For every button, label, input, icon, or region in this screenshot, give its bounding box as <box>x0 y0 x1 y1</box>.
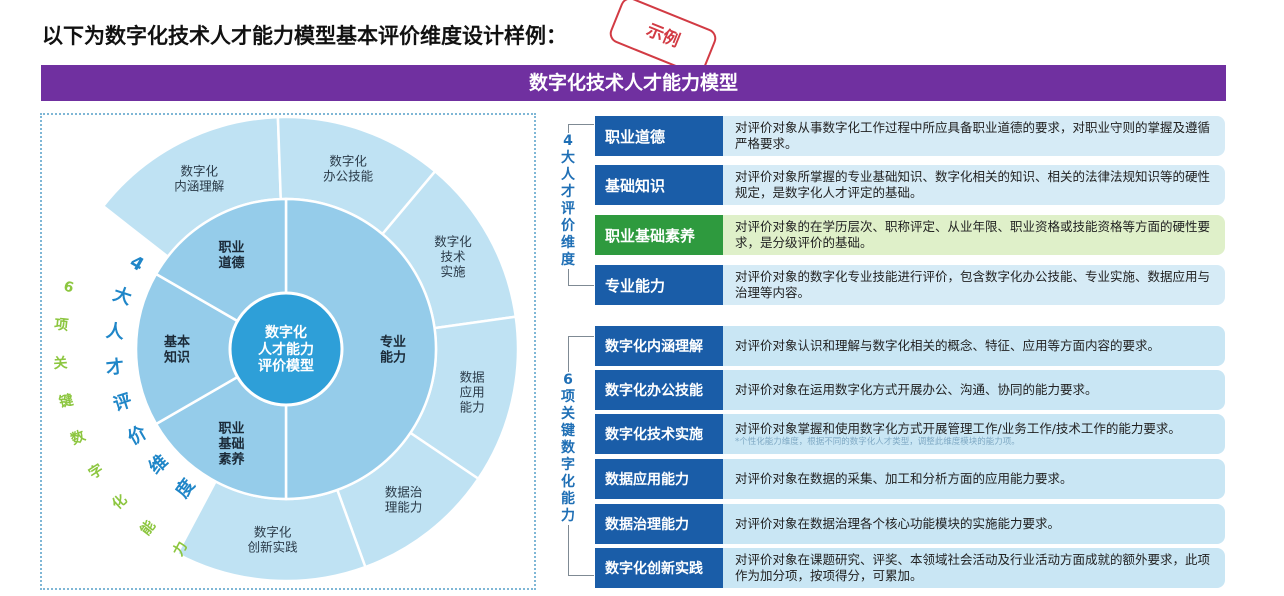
page-title: 以下为数字化技术人才能力模型基本评价维度设计样例： <box>42 24 567 48</box>
arc-label-abilities: 数 <box>68 427 88 449</box>
inner-segment-label: 职业基础素养 <box>217 420 245 467</box>
ability-row-tag: 数据应用能力 <box>595 459 723 499</box>
outer-segment-label: 数字化内涵理解 <box>174 164 224 194</box>
inner-segment-label: 职业道德 <box>218 239 244 271</box>
ability-row: 数字化内涵理解对评价对象认识和理解与数字化相关的概念、特征、应用等方面内容的要求… <box>595 326 1225 366</box>
ability-row-desc: 对评价对象认识和理解与数字化相关的概念、特征、应用等方面内容的要求。 <box>723 326 1225 366</box>
ability-row-tag: 数字化办公技能 <box>595 370 723 410</box>
dimension-row-desc: 对评价对象从事数字化工作过程中所应具备职业道德的要求，对职业守则的掌握及遵循严格… <box>723 116 1225 156</box>
dimension-row-desc: 对评价对象的在学历层次、职称评定、从业年限、职业资格或技能资格等方面的硬性要求，… <box>723 215 1225 255</box>
dimension-row-tag: 职业道德 <box>595 116 723 156</box>
arc-label-dimensions: 维 <box>144 450 172 478</box>
ability-row-desc: 对评价对象在数据治理各个核心功能模块的实施能力要求。 <box>723 504 1225 544</box>
ability-row-desc: 对评价对象在运用数字化方式开展办公、沟通、协同的能力要求。 <box>723 370 1225 410</box>
arc-label-dimensions: 评 <box>111 390 135 416</box>
ability-row: 数据应用能力对评价对象在数据的采集、加工和分析方面的应用能力要求。 <box>595 459 1225 499</box>
dimension-row: 基础知识对评价对象所掌握的专业基础知识、数字化相关的知识、相关的法律法规知识等的… <box>595 165 1225 205</box>
dimension-row-tag: 职业基础素养 <box>595 215 723 255</box>
ability-row-tag: 数字化内涵理解 <box>595 326 723 366</box>
arc-label-abilities: 项 <box>53 317 69 334</box>
outer-segment-label: 数据应用能力 <box>460 369 485 414</box>
ability-row-desc: 对评价对象掌握和使用数字化方式开展管理工作/业务工作/技术工作的能力要求。*个性… <box>723 414 1225 454</box>
ability-row-desc: 对评价对象在数据的采集、加工和分析方面的应用能力要求。 <box>723 459 1225 499</box>
outer-segment-label: 数字化办公技能 <box>323 153 374 183</box>
dimension-row-desc: 对评价对象的数字化专业技能进行评价，包含数字化办公技能、专业实施、数据应用与治理… <box>723 265 1225 305</box>
arc-label-dimensions: 大 <box>110 283 134 309</box>
dimension-row-tag: 基础知识 <box>595 165 723 205</box>
dimension-row: 专业能力对评价对象的数字化专业技能进行评价，包含数字化办公技能、专业实施、数据应… <box>595 265 1225 305</box>
inner-segment-label: 专业能力 <box>380 334 406 366</box>
dimension-row: 职业基础素养对评价对象的在学历层次、职称评定、从业年限、职业资格或技能资格等方面… <box>595 215 1225 255</box>
ability-row-tag: 数据治理能力 <box>595 504 723 544</box>
wheel-center <box>228 291 344 407</box>
ability-row: 数字化技术实施对评价对象掌握和使用数字化方式开展管理工作/业务工作/技术工作的能… <box>595 414 1225 454</box>
arc-label-abilities: 6 <box>62 279 76 297</box>
outer-segment-label: 数字化创新实践 <box>248 524 299 554</box>
wheel-center-label: 数字化人才能力评价模型 <box>258 324 314 375</box>
arc-label-abilities: 化 <box>109 491 131 513</box>
dimension-row-desc: 对评价对象所掌握的专业基础知识、数字化相关的知识、相关的法律法规知识等的硬性规定… <box>723 165 1225 205</box>
inner-segment-label: 基本知识 <box>163 334 190 366</box>
arc-label-dimensions: 价 <box>124 422 151 450</box>
model-banner: 数字化技术人才能力模型 <box>41 65 1226 101</box>
outer-segment-label: 数字化技术实施 <box>434 234 472 279</box>
arc-label-dimensions: 人 <box>105 320 126 343</box>
ability-row: 数据治理能力对评价对象在数据治理各个核心功能模块的实施能力要求。 <box>595 504 1225 544</box>
dimension-row: 职业道德对评价对象从事数字化工作过程中所应具备职业道德的要求，对职业守则的掌握及… <box>595 116 1225 156</box>
arc-label-abilities: 能 <box>137 517 159 538</box>
ability-row-desc: 对评价对象在课题研究、评奖、本领域社会活动及行业活动方面成就的额外要求，此项作为… <box>723 548 1225 588</box>
arc-label-abilities: 关 <box>53 354 68 372</box>
ability-row: 数字化创新实践对评价对象在课题研究、评奖、本领域社会活动及行业活动方面成就的额外… <box>595 548 1225 588</box>
arc-label-dimensions: 4 <box>126 251 147 275</box>
outer-segment-label: 数据治理能力 <box>385 484 423 514</box>
ability-row-tag: 数字化创新实践 <box>595 548 723 588</box>
wheel-frame <box>40 113 536 590</box>
arc-label-abilities: 字 <box>86 461 107 483</box>
ability-row-tag: 数字化技术实施 <box>595 414 723 454</box>
arc-label-dimensions: 度 <box>171 474 200 502</box>
ability-row: 数字化办公技能对评价对象在运用数字化方式开展办公、沟通、协同的能力要求。 <box>595 370 1225 410</box>
arc-label-abilities: 键 <box>56 391 75 411</box>
dimension-row-tag: 专业能力 <box>595 265 723 305</box>
arc-label-dimensions: 才 <box>105 355 125 379</box>
